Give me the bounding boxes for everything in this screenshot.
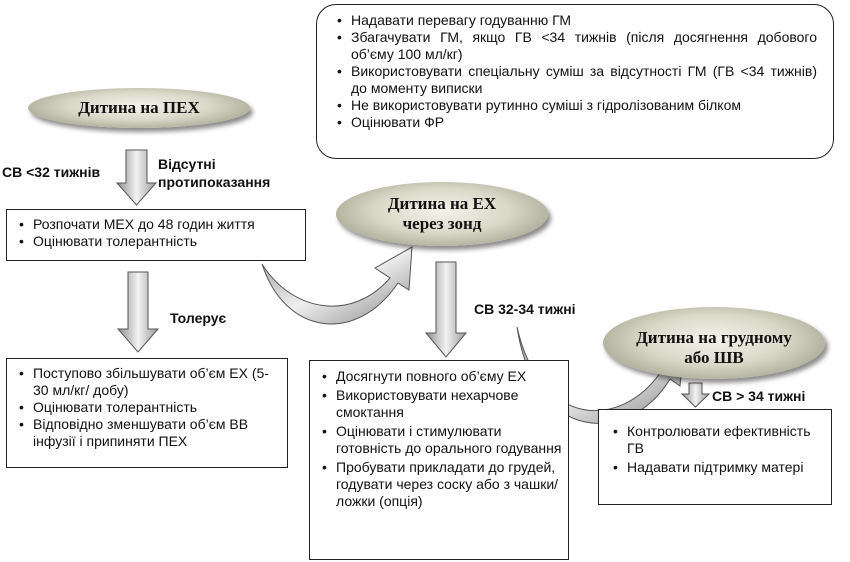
label-no-contraindications: Відсутні протипоказання: [158, 156, 271, 190]
full-volume-item: Пробувати прикладати до грудей, годувати…: [314, 459, 562, 510]
down-arrow-4: [680, 382, 711, 408]
full-volume-item: Оцінювати і стимулювати готовність до ор…: [314, 423, 562, 457]
label-tolerates: Толерує: [170, 310, 227, 326]
increase-item: Поступово збільшувати об’єм ЕХ (5-30 мл/…: [11, 365, 283, 399]
full-volume-box: Досягнути повного об’єму ЕХ Використовув…: [309, 360, 569, 560]
down-arrow-1: [115, 149, 158, 206]
increase-item: Оцінювати толерантність: [11, 399, 283, 416]
down-arrow-3: [424, 261, 468, 358]
rec-item: Оцінювати ФР: [329, 114, 817, 131]
curved-arrow-1: [261, 246, 413, 325]
down-arrow-2: [116, 271, 160, 353]
start-item: Оцінювати толерантність: [11, 233, 299, 250]
node-ex-tube-label: Дитина на ЕХ через зонд: [387, 194, 497, 233]
label-gestation-32-34: СВ 32-34 тижні: [474, 301, 576, 317]
control-box: Контролювати ефективність ГВ Надавати пі…: [598, 409, 832, 505]
node-breast: Дитина на грудному або ШВ: [603, 307, 825, 379]
label-gestation-gt34: СВ > 34 тижні: [712, 388, 806, 404]
rec-item: Не використовувати рутинно суміші з гідр…: [329, 97, 817, 114]
top-right-recommendations-box: Надавати перевагу годуванню ГМ Збагачува…: [316, 4, 834, 159]
rec-item: Використовувати спеціальну суміш за відс…: [329, 63, 817, 97]
node-breast-label: Дитина на грудному або ШВ: [636, 328, 792, 367]
label-gestation-lt32: СВ <32 тижнів: [2, 164, 101, 180]
start-mex-box: Розпочати МЕХ до 48 годин життя Оцінюват…: [6, 209, 306, 261]
increase-volume-box: Поступово збільшувати об’єм ЕХ (5-30 мл/…: [6, 358, 288, 468]
start-item: Розпочати МЕХ до 48 годин життя: [11, 216, 299, 233]
control-item: Надавати підтримку матері: [605, 459, 825, 476]
full-volume-item: Досягнути повного об’єму ЕХ: [314, 368, 562, 385]
full-volume-item: Використовувати нехарчове смоктання: [314, 387, 562, 421]
node-pex-label: Дитина на ПЕХ: [78, 98, 200, 117]
node-ex-tube: Дитина на ЕХ через зонд: [336, 182, 548, 246]
rec-item: Збагачувати ГМ, якщо ГВ <34 тижнів (післ…: [329, 29, 817, 63]
rec-item: Надавати перевагу годуванню ГМ: [329, 12, 817, 29]
control-item: Контролювати ефективність ГВ: [605, 423, 825, 457]
node-pex: Дитина на ПЕХ: [28, 88, 250, 128]
increase-item: Відповідно зменшувати об’єм ВВ інфузії і…: [11, 416, 283, 450]
